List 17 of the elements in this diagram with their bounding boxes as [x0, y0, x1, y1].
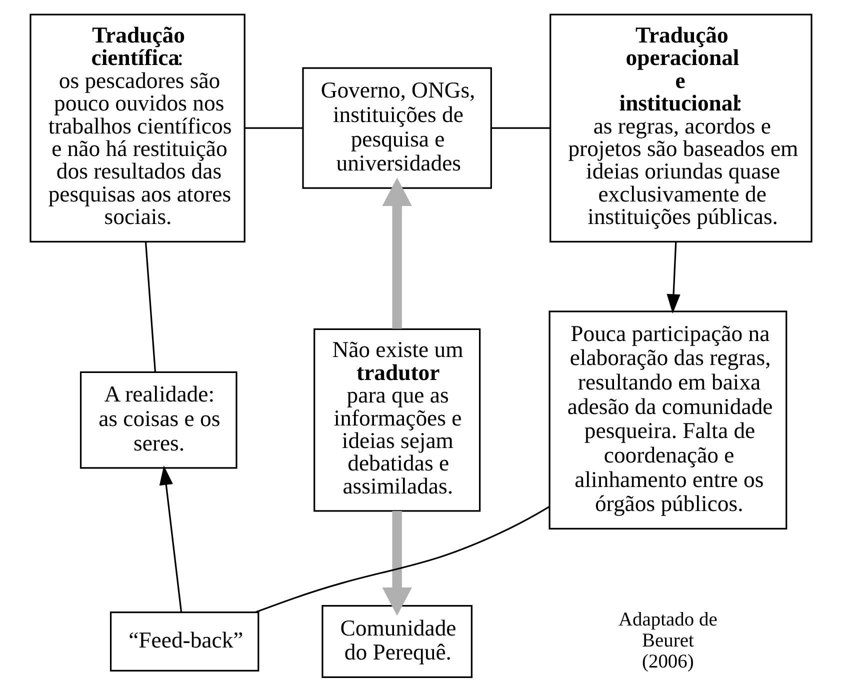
arrow: [158, 466, 182, 612]
arrow: [666, 242, 680, 314]
label: Adaptado de Beuret (2006): [618, 609, 717, 673]
node-box: A realidade: as coisas e os seres.: [79, 371, 237, 469]
arrow: [382, 178, 412, 329]
node-box: Tradução operacional e institucional: as regras, acordos e projetos são baseados em ideias oriundas quase exclusivamente de instituições públicas.: [549, 14, 812, 242]
arrow: [382, 511, 412, 616]
node-box: Não existe um tradutor para que as informações e ideias sejam debatidas e assimiladas.: [313, 328, 480, 512]
connector: [490, 127, 550, 129]
node-box: Governo, ONGs, instituições de pesquisa e universidades: [302, 67, 492, 189]
connector: [144, 242, 156, 372]
node-box: Pouca participação na elaboração das regras, resultando em baixa adesão da comunidade pesqueira. Falta de coordenação e alinhamento entre os órgãos públicos.: [548, 310, 787, 530]
node-box: Tradução científica: os pescadores são pouco ouvidos nos trabalhos científicos e não há restituição dos resultados das pesquisas aos atores sociais.: [29, 14, 245, 242]
connector: [254, 506, 550, 613]
node-box: “Feed-back”: [109, 611, 259, 672]
node-box: Comunidade do Perequê.: [321, 604, 472, 678]
connector: [244, 127, 302, 129]
